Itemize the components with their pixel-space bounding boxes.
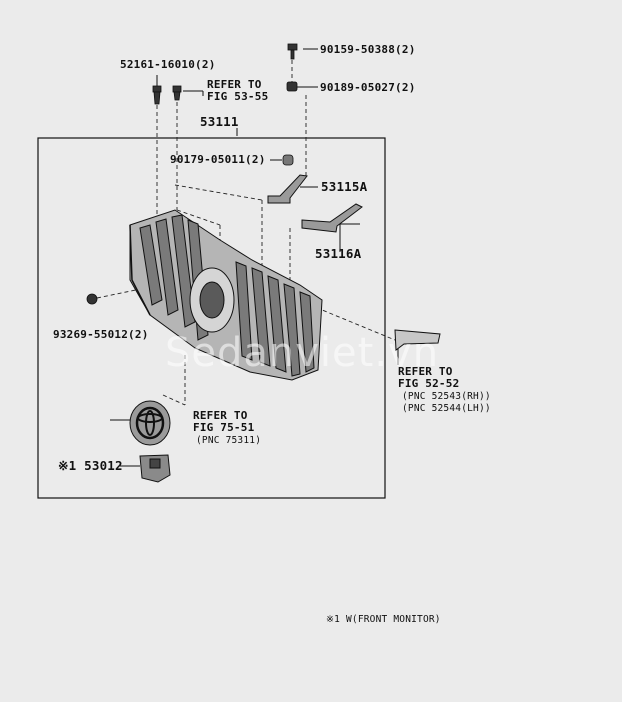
footnote: ※1 W(FRONT MONITOR) — [326, 614, 441, 625]
label-refer-75-line3: (PNC 75311) — [196, 435, 262, 446]
label-refer-75-line2: FIG 75-51 — [193, 421, 255, 434]
bracket-53115A — [267, 174, 308, 204]
clip-52161 — [152, 85, 162, 105]
assembly-frame — [37, 137, 386, 499]
label-refer-53-line1: REFER TO — [207, 78, 262, 91]
label-53116A: 53116A — [315, 246, 362, 261]
label-refer-52-line3: (PNC 52543(RH)) — [402, 391, 491, 402]
label-93269: 93269-55012(2) — [53, 328, 149, 341]
label-52161: 52161-16010(2) — [120, 58, 216, 71]
label-refer-52-line4: (PNC 52544(LH)) — [402, 403, 491, 414]
nut-90189 — [286, 81, 298, 92]
headlamp-cover — [394, 329, 441, 351]
label-90179: 90179-05011(2) — [170, 153, 266, 166]
label-53115A: 53115A — [321, 179, 368, 194]
label-refer-53-line2: FIG 53-55 — [207, 90, 269, 103]
label-refer-52-line2: FIG 52-52 — [398, 377, 460, 390]
watermark-text: Sedanviet.vn — [165, 330, 440, 376]
clip-refer-53 — [172, 85, 182, 101]
label-53012: ※1 53012 — [58, 458, 123, 473]
clip-93269 — [86, 293, 98, 305]
label-90159: 90159-50388(2) — [320, 43, 416, 56]
label-90189: 90189-05027(2) — [320, 81, 416, 94]
bracket-53116A — [301, 203, 363, 233]
bolt-90159 — [287, 43, 298, 60]
label-refer-75-line1: REFER TO — [193, 409, 248, 422]
label-refer-52-line1: REFER TO — [398, 365, 453, 378]
emblem-part — [129, 400, 171, 446]
label-53111: 53111 — [200, 114, 239, 129]
fasteners — [86, 43, 298, 305]
clip-90179 — [282, 154, 294, 166]
radiator-grille — [129, 209, 323, 381]
camera-53012 — [139, 454, 171, 483]
